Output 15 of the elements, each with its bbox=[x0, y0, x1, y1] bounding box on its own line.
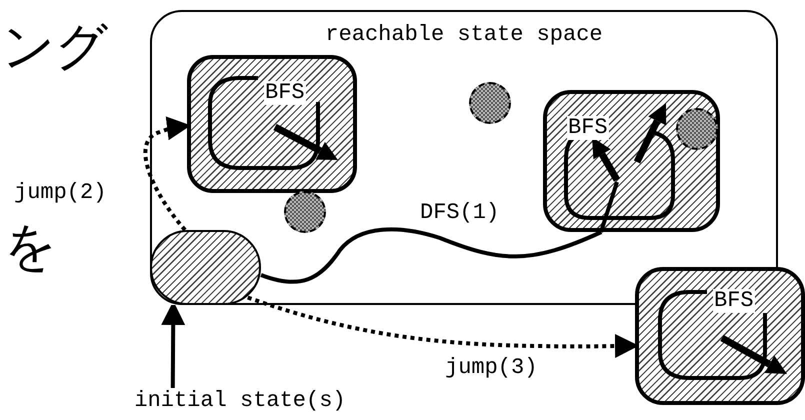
initial-region bbox=[150, 230, 261, 305]
heading-fragment: ング bbox=[2, 16, 108, 79]
state-dot bbox=[676, 108, 718, 150]
heading: reachable state space bbox=[324, 22, 604, 47]
state-dot bbox=[284, 191, 326, 233]
region-label: BFS bbox=[713, 289, 755, 313]
heading-fragment: を bbox=[4, 216, 57, 279]
region-box bbox=[635, 267, 805, 405]
state-label: initial state(s) bbox=[133, 388, 347, 413]
region-label: BFS bbox=[567, 116, 609, 140]
path-line bbox=[260, 227, 602, 284]
state-dot bbox=[469, 82, 511, 124]
region-box bbox=[187, 55, 357, 193]
region-box bbox=[543, 90, 720, 232]
region-label: BFS bbox=[264, 81, 306, 105]
